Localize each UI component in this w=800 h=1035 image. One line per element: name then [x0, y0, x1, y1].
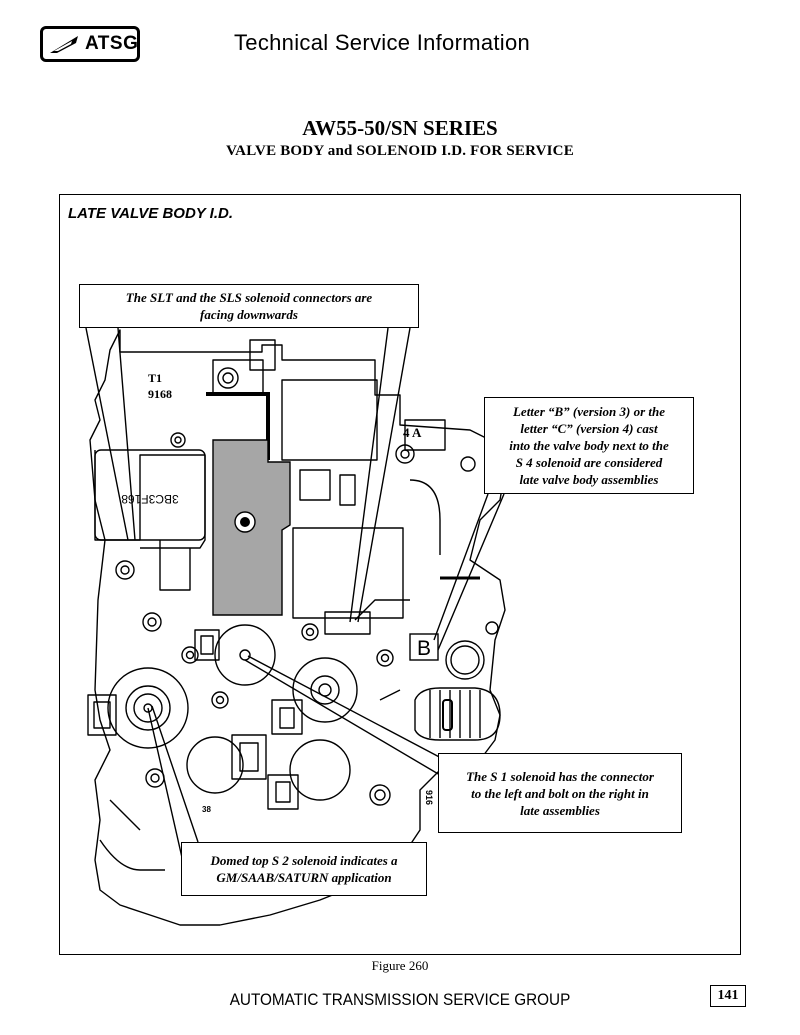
callout-s1-solenoid: The S 1 solenoid has the connector to th… [438, 753, 682, 833]
header-title: Technical Service Information [234, 30, 531, 55]
b-letter-box [409, 633, 439, 661]
callout-line: to the left and bolt on the right in [471, 785, 649, 801]
leader-slt [85, 327, 136, 541]
b-letter-mark: B [417, 637, 431, 660]
leader-letter-b [433, 493, 505, 651]
callout-line: facing downwards [200, 307, 298, 322]
callout-line: Domed top S 2 solenoid indicates a [210, 853, 398, 868]
bolt [142, 612, 162, 632]
cast-mark-4a: 4 A [403, 425, 422, 440]
linear-solenoid [414, 687, 501, 741]
shift-solenoid-block [292, 527, 404, 619]
s2-solenoid-dome [107, 667, 189, 749]
lower-solenoid-right [289, 739, 351, 801]
bolt [211, 691, 229, 709]
edge-mark: 916 [424, 790, 434, 805]
callout-line: late valve body assemblies [519, 472, 659, 487]
small-mark: 38 [202, 805, 211, 814]
callout-line: late assemblies [520, 802, 600, 818]
leader-s1 [244, 655, 446, 776]
right-bolt [395, 444, 415, 464]
leader-s2 [147, 705, 199, 863]
slt-solenoid-body [94, 449, 206, 541]
s1-solenoid [214, 624, 276, 686]
leader-sls [349, 327, 411, 623]
figure-frame [59, 194, 741, 955]
document-title: AW55-50/SN SERIES [302, 116, 498, 140]
callout-line: Letter “B” (version 3) or the [512, 404, 665, 419]
valve-body-outline [89, 329, 506, 926]
lower-solenoid-left [186, 736, 244, 794]
bolt [115, 560, 135, 580]
callout-line: letter “C” (version 4) cast [520, 421, 658, 436]
bolt [170, 432, 186, 448]
cast-number-mark: 3BC3F168 [121, 492, 179, 506]
s4-connector [404, 419, 446, 451]
atsg-logo: ATSG [40, 26, 140, 62]
callout-s2-solenoid: Domed top S 2 solenoid indicates a GM/SA… [181, 842, 427, 896]
callout-letter-b-version: Letter “B” (version 3) or the letter “C”… [484, 397, 694, 494]
callout-line: into the valve body next to the [509, 438, 669, 453]
checkered-flag-icon [50, 36, 78, 53]
callout-slt-sls-solenoid: The SLT and the SLS solenoid connectors … [79, 284, 419, 328]
top-connector [249, 339, 276, 371]
callout-line: GM/SAAB/SATURN application [216, 870, 392, 885]
bolt [181, 646, 199, 664]
callout-line: S 4 solenoid are considered [515, 455, 663, 470]
s3-solenoid [292, 657, 358, 723]
logo-text: ATSG [85, 33, 139, 54]
bolt [369, 784, 391, 806]
figure-caption: Figure 260 [371, 958, 429, 973]
t1-number-mark: 9168 [148, 387, 172, 401]
document-subtitle: VALVE BODY and SOLENOID I.D. FOR SERVICE [226, 143, 574, 159]
t1-mark: T1 [148, 371, 162, 385]
sls-solenoid-block [281, 379, 378, 461]
callout-line: The SLT and the SLS solenoid connectors … [125, 290, 373, 305]
page-number: 141 [710, 985, 746, 1007]
footer-text: AUTOMATIC TRANSMISSION SERVICE GROUP [229, 990, 571, 1009]
bolt [145, 768, 165, 788]
bolt [376, 649, 394, 667]
upper-bolt [217, 367, 239, 389]
b-mark-circle [445, 640, 485, 680]
bolt [301, 623, 319, 641]
callout-line: The S 1 solenoid has the connector [466, 768, 654, 784]
section-label: LATE VALVE BODY I.D. [68, 205, 234, 222]
upper-bracket-rail [206, 392, 270, 460]
